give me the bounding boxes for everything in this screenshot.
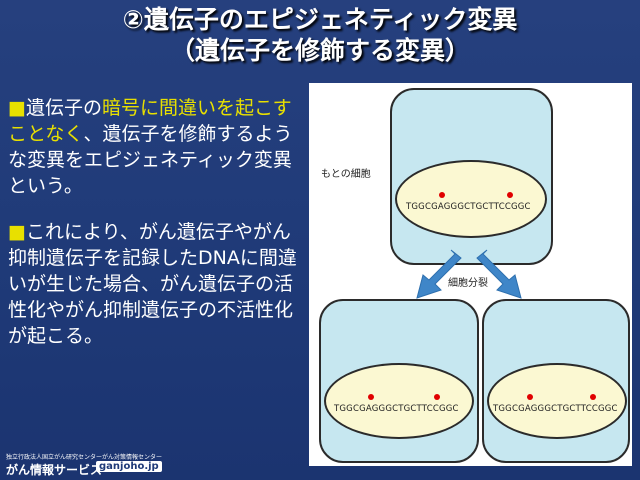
methylation-dot — [368, 394, 374, 400]
right-arrow-icon — [476, 249, 522, 299]
logo-org-line: 独立行政法人国立がん研究センターがん対策情報センター — [6, 454, 163, 461]
slide-body: ■遺伝子の暗号に間違いを起こすことなく、遺伝子を修飾するような変異をエピジェネテ… — [8, 95, 300, 369]
division-label: 細胞分裂 — [448, 278, 488, 289]
paragraph-1: ■遺伝子の暗号に間違いを起こすことなく、遺伝子を修飾するような変異をエピジェネテ… — [8, 95, 300, 199]
daughter-cell-left: TGGCGAGGGCTGCTTCCGGC — [319, 299, 479, 463]
daughter-cell-right: TGGCGAGGGCTGCTTCCGGC — [482, 299, 630, 463]
paragraph-1-highlight: 暗号に間違いを起こすことなく — [8, 97, 292, 145]
original-cell-label: もとの細胞 — [321, 169, 371, 180]
daughter-nucleus-left: TGGCGAGGGCTGCTTCCGGC — [324, 363, 474, 439]
methylation-dot — [434, 394, 440, 400]
ganjoho-logo: 独立行政法人国立がん研究センターがん対策情報センター がん情報サービス ganj… — [4, 452, 162, 478]
paragraph-2: ■これにより、がん遺伝子やがん抑制遺伝子を記録したDNAに間違いが生じた場合、が… — [8, 219, 300, 349]
bullet-icon: ■ — [8, 221, 26, 243]
methylation-dot — [527, 394, 533, 400]
slide-title: ②遺伝子のエピジェネティック変異 （遺伝子を修飾する変異） — [0, 4, 640, 66]
dna-sequence-top: TGGCGAGGGCTGCTTCCGGC — [406, 202, 531, 212]
logo-domain: ganjoho.jp — [96, 461, 162, 472]
dna-sequence-right: TGGCGAGGGCTGCTTCCGGC — [493, 404, 618, 414]
left-arrow-icon — [416, 249, 462, 299]
paragraph-1-after: 、遺伝子を修飾するような変異をエピジェネティック変異という。 — [8, 123, 293, 197]
original-cell: TGGCGAGGGCTGCTTCCGGC — [390, 88, 553, 265]
dna-sequence-left: TGGCGAGGGCTGCTTCCGGC — [334, 404, 459, 414]
daughter-nucleus-right: TGGCGAGGGCTGCTTCCGGC — [487, 363, 627, 439]
cell-division-diagram: もとの細胞 TGGCGAGGGCTGCTTCCGGC 細胞分裂 TGGCGAGG… — [309, 83, 632, 466]
paragraph-2-text: これにより、がん遺伝子やがん抑制遺伝子を記録したDNAに間違いが生じた場合、がん… — [8, 221, 297, 347]
methylation-dot — [439, 192, 445, 198]
title-line-2: （遺伝子を修飾する変異） — [169, 36, 470, 65]
division-arrows — [416, 249, 522, 299]
methylation-dot — [590, 394, 596, 400]
bullet-icon: ■ — [8, 97, 26, 119]
paragraph-1-before: 遺伝子の — [25, 97, 102, 119]
title-line-1: ②遺伝子のエピジェネティック変異 — [122, 5, 518, 34]
methylation-dot — [507, 192, 513, 198]
original-nucleus: TGGCGAGGGCTGCTTCCGGC — [395, 160, 547, 238]
logo-name: がん情報サービス — [6, 463, 103, 477]
